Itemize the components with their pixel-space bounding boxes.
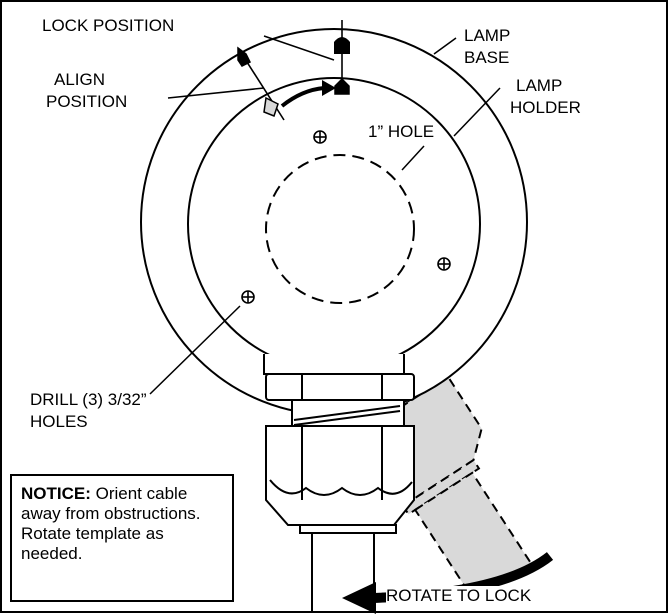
lock-position-marker [334, 20, 350, 95]
lamp-base-label-line1: LAMP [464, 26, 511, 45]
one-inch-hole-label: 1” HOLE [368, 122, 435, 141]
align-position-label-line1: ALIGN [54, 70, 106, 89]
screw-hole-icon [313, 130, 327, 144]
notice-body-line1: Orient cable [90, 484, 188, 503]
lamp-holder-label-line1: LAMP [516, 76, 563, 95]
rotate-to-lock-label: ROTATE TO LOCK [386, 586, 532, 606]
lock-position-label: LOCK POSITION [42, 16, 175, 35]
lamp-base-label-line2: BASE [464, 48, 510, 67]
leader-lines [149, 35, 501, 395]
lock-pointer-icon [334, 77, 350, 95]
leader-lock-position [263, 35, 335, 61]
leader-align-position [167, 87, 265, 99]
screw-hole-icon [241, 290, 255, 304]
lamp-holder-circle [187, 77, 481, 371]
notice-line-1: NOTICE: Orient cable [21, 484, 224, 504]
lamp-holder-neck [263, 354, 405, 375]
notice-body-line3: Rotate template as [21, 524, 164, 543]
arrow-head-icon [322, 80, 336, 96]
cable-gland [265, 425, 415, 526]
leader-lamp-holder [453, 87, 501, 137]
notice-box: NOTICE: Orient cable away from obstructi… [10, 474, 234, 602]
rotate-arrow-head-icon [342, 582, 376, 614]
leader-lamp-base [433, 37, 457, 55]
upright-fitting [265, 373, 415, 613]
leader-drill-holes [149, 305, 241, 395]
screw-hole-marks [241, 130, 451, 304]
notice-body-line2: away from obstructions. [21, 504, 201, 523]
align-pin-icon [237, 46, 252, 67]
drill-holes-label-line1: DRILL (3) 3/32” [30, 390, 147, 409]
lamp-holder-label-line2: HOLDER [510, 98, 581, 117]
notice-body-line4: needed. [21, 544, 83, 563]
notice-heading: NOTICE: [21, 484, 91, 503]
screw-hole-icon [437, 257, 451, 271]
drill-holes-label-line2: HOLES [30, 412, 88, 431]
hex-nut [265, 373, 415, 401]
one-inch-hole [265, 154, 415, 304]
rotate-arrow-small [280, 80, 336, 108]
align-pointer-icon [263, 96, 279, 117]
gland-ring [299, 524, 397, 534]
leader-one-inch-hole [401, 145, 425, 171]
align-position-marker [237, 46, 285, 121]
align-position-label-line2: POSITION [46, 92, 128, 111]
lock-icon [334, 37, 350, 54]
